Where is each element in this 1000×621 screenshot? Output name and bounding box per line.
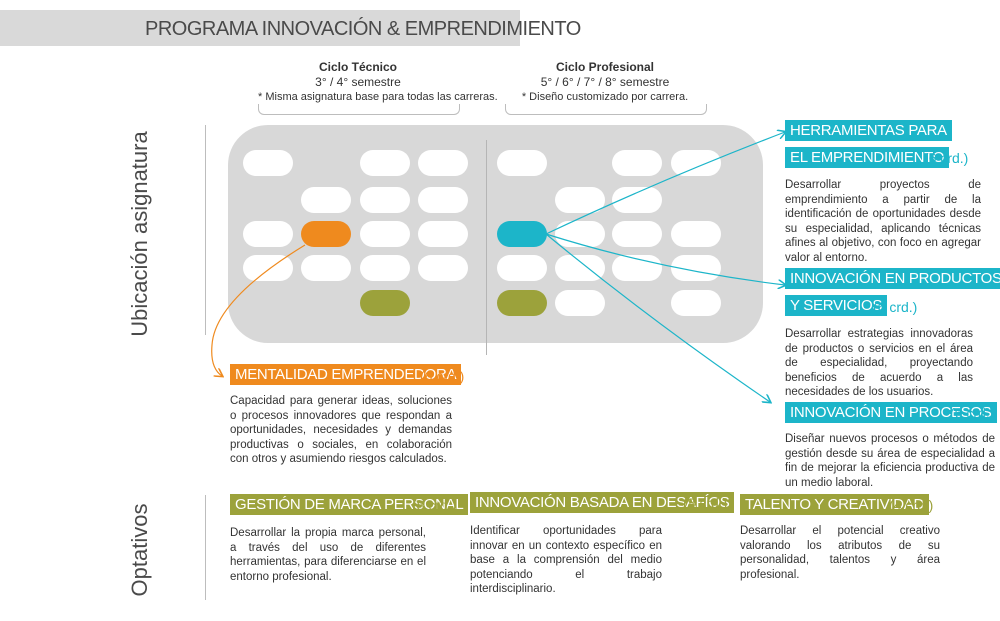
course-slot: [612, 221, 662, 247]
arrow-to-productos: [545, 233, 785, 285]
ciclo-profesional-brace: [505, 104, 707, 115]
page-title: PROGRAMA INNOVACIÓN & EMPRENDIMIENTO: [145, 18, 581, 40]
ciclo-profesional-header: Ciclo Profesional 5° / 6° / 7° / 8° seme…: [505, 60, 705, 105]
course-slot: [612, 150, 662, 176]
herramientas-credits: (6 crd.): [924, 150, 969, 166]
mentalidad-credits: (6 crd.): [420, 368, 465, 384]
talento-description: Desarrollar el potencial creativo valora…: [740, 525, 940, 581]
course-slot: [360, 187, 410, 213]
title-banner: [0, 10, 520, 46]
desafios-title: INNOVACIÓN BASADA EN DESAFÍOS: [470, 492, 735, 513]
course-slot: [671, 221, 721, 247]
course-slot: [418, 221, 468, 247]
course-slot: [555, 255, 605, 281]
marca-personal-title: GESTIÓN DE MARCA PERSONAL: [230, 494, 469, 515]
talento-credits: (4 crd.): [889, 497, 934, 513]
course-slot: [671, 290, 721, 316]
ciclo-profesional-note: * Diseño customizado por carrera.: [521, 91, 689, 103]
productos-credits: (6 crd.): [873, 299, 918, 315]
mentalidad-description: Capacidad para generar ideas, soluciones…: [230, 395, 452, 465]
productos-description: Desarrollar estrategias innovadoras de p…: [785, 328, 973, 398]
cycle-divider: [486, 140, 487, 355]
desafios-credits: (8 crd.): [683, 495, 728, 511]
mentalidad-title: MENTALIDAD EMPRENDEDORA: [230, 364, 462, 385]
procesos-description: Diseñar nuevos procesos o métodos de ges…: [785, 433, 995, 489]
herramientas-title-line2: EL EMPRENDIMIENTO: [785, 147, 950, 168]
procesos-title: INNOVACIÓN EN PROCESOS: [785, 402, 997, 423]
productos-title-line1: INNOVACIÓN EN PRODUCTOS: [785, 268, 1000, 289]
course-slot-optativo: [360, 290, 410, 316]
course-slot: [243, 150, 293, 176]
ciclo-tecnico-title: Ciclo Técnico: [318, 60, 398, 74]
course-slot: [301, 255, 351, 281]
herramientas-title-line1: HERRAMIENTAS PARA: [785, 120, 952, 141]
talento-title: TALENTO Y CREATIVIDAD: [740, 494, 930, 515]
ciclo-tecnico-header: Ciclo Técnico 3° / 4° semestre * Misma a…: [258, 60, 498, 105]
course-slot: [243, 221, 293, 247]
course-slot: [418, 187, 468, 213]
course-slot-optativo: [497, 290, 547, 316]
desafios-description: Identificar oportunidades para innovar e…: [470, 525, 662, 595]
ciclo-profesional-semesters: 5° / 6° / 7° / 8° semestre: [540, 75, 670, 89]
optativos-divider-line: [205, 495, 206, 600]
ciclo-tecnico-note: * Misma asignatura base para todas las c…: [258, 91, 498, 103]
course-slot: [497, 255, 547, 281]
ciclo-tecnico-brace: [258, 104, 460, 115]
marca-personal-description: Desarrollar la propia marca personal, a …: [230, 527, 426, 583]
course-slot: [555, 187, 605, 213]
course-slot: [243, 255, 293, 281]
course-slot: [360, 255, 410, 281]
course-slot: [418, 150, 468, 176]
course-slot-profesional: [497, 221, 547, 247]
course-slot: [555, 290, 605, 316]
ciclo-profesional-title: Ciclo Profesional: [555, 60, 655, 74]
marca-personal-credits: (8 crd.): [412, 497, 457, 513]
course-slot: [671, 150, 721, 176]
ciclo-tecnico-semesters: 3° / 4° semestre: [315, 75, 401, 89]
ubicacion-divider-line: [205, 125, 206, 335]
course-slot: [301, 187, 351, 213]
arrow-to-procesos: [545, 233, 770, 402]
herramientas-description: Desarrollar proyectos de emprendimiento …: [785, 179, 981, 264]
course-slot: [418, 255, 468, 281]
arrow-to-herramientas: [545, 132, 785, 235]
procesos-credits: (6 crd.): [950, 405, 995, 421]
course-slot: [360, 221, 410, 247]
productos-title-line2: Y SERVICIOS: [785, 295, 888, 316]
course-slot: [360, 150, 410, 176]
arrow-to-mentalidad: [211, 244, 306, 376]
course-slot-mentalidad: [301, 221, 351, 247]
course-slot: [497, 150, 547, 176]
